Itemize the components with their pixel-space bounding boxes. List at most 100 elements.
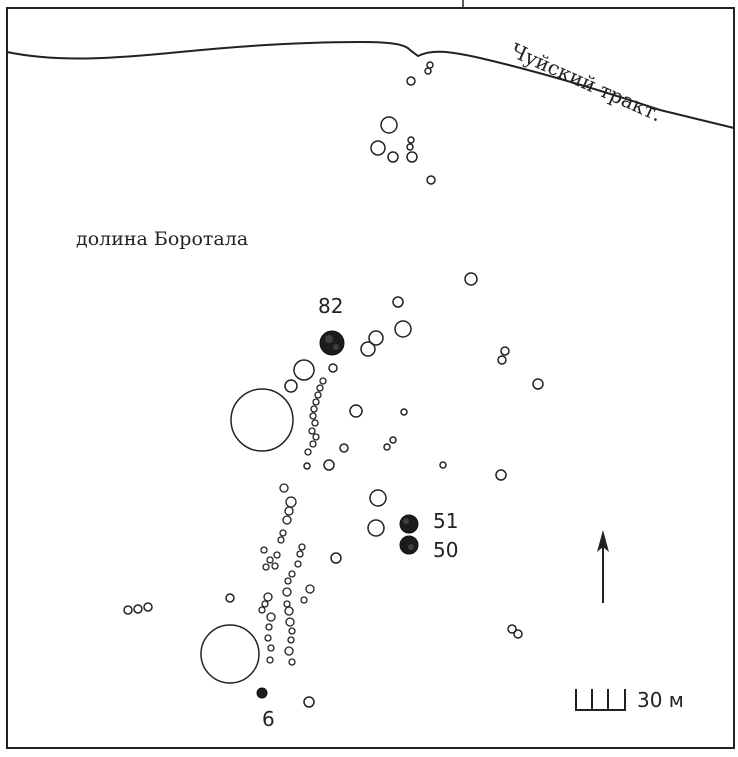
- mound-small: [263, 592, 273, 602]
- mound-open: [368, 330, 384, 346]
- mound-open: [383, 443, 391, 451]
- mound-excavated-82: [319, 330, 345, 356]
- mound-small: [279, 529, 287, 537]
- mound-large: [200, 624, 260, 684]
- mound-open: [392, 296, 404, 308]
- north-arrow-head: [597, 530, 609, 552]
- mound-open: [507, 624, 517, 634]
- mound-small: [294, 560, 302, 568]
- mound-small: [288, 570, 296, 578]
- mound-small: [273, 551, 281, 559]
- mound-small: [285, 617, 295, 627]
- mound-open: [303, 462, 311, 470]
- mound-small: [267, 644, 275, 652]
- mound-open: [339, 443, 349, 453]
- mound-open: [407, 136, 415, 144]
- excavated-mounds: [256, 330, 419, 699]
- mound-open: [406, 143, 414, 151]
- mound-chain-upper: [304, 377, 327, 456]
- mound-small: [282, 515, 292, 525]
- mound-open: [495, 469, 507, 481]
- scale-bar-icon: [575, 689, 626, 711]
- mound-open: [426, 175, 436, 185]
- mound-small: [266, 556, 274, 564]
- mound-small: [288, 627, 296, 635]
- mound-small: [314, 391, 322, 399]
- mound-small: [284, 606, 294, 616]
- mound-small: [287, 636, 295, 644]
- mound-small: [262, 563, 270, 571]
- mound-open: [303, 696, 315, 708]
- mound-open: [360, 341, 376, 357]
- mound-small: [279, 483, 289, 493]
- excavated-texture: [325, 335, 414, 550]
- mound-small: [312, 433, 320, 441]
- mound-open: [500, 346, 510, 356]
- mound-open: [369, 489, 387, 507]
- mound-small: [298, 543, 306, 551]
- mound-number-6: 6: [262, 707, 275, 731]
- mound-open: [367, 519, 385, 537]
- mound-small: [305, 584, 315, 594]
- mound-small: [284, 646, 294, 656]
- mound-open: [293, 359, 315, 381]
- mound-open: [328, 363, 338, 373]
- mound-small: [304, 448, 312, 456]
- mound-open: [349, 404, 363, 418]
- mound-open: [330, 552, 342, 564]
- mound-small: [258, 606, 266, 614]
- mound-open: [394, 320, 412, 338]
- mound-small: [266, 612, 276, 622]
- mound-small: [309, 412, 317, 420]
- mound-open: [439, 461, 447, 469]
- mound-small: [260, 546, 268, 554]
- mound-open: [532, 378, 544, 390]
- mound-small: [277, 536, 285, 544]
- mound-open: [123, 605, 133, 615]
- mound-small: [310, 405, 318, 413]
- mound-small: [308, 427, 316, 435]
- mound-small: [284, 577, 292, 585]
- mound-open: [387, 151, 399, 163]
- mound-open: [406, 151, 418, 163]
- mound-small: [288, 658, 296, 666]
- mound-open: [464, 272, 478, 286]
- mound-small: [319, 377, 327, 385]
- mound-small: [285, 496, 297, 508]
- mound-open: [370, 140, 386, 156]
- texture-spot: [403, 518, 409, 524]
- mound-open: [284, 379, 298, 393]
- mound-open: [426, 61, 434, 69]
- mound-number-51: 51: [433, 509, 459, 533]
- mound-open: [143, 602, 153, 612]
- mound-open: [400, 408, 408, 416]
- mound-open: [424, 67, 432, 75]
- road-line: [6, 40, 735, 129]
- mound-small: [271, 562, 279, 570]
- texture-spot: [333, 344, 339, 350]
- mound-small: [296, 550, 304, 558]
- map-border: [6, 7, 735, 749]
- mound-open: [380, 116, 398, 134]
- open-mounds: [123, 61, 544, 708]
- mound-small: [265, 623, 273, 631]
- mound-small: [300, 596, 308, 604]
- mound-small: [266, 656, 274, 664]
- mound-excavated-6: [256, 687, 268, 699]
- mound-open: [323, 459, 335, 471]
- mound-small: [311, 419, 319, 427]
- mound-open: [406, 76, 416, 86]
- mound-open: [133, 604, 143, 614]
- mound-small: [282, 587, 292, 597]
- mound-open: [389, 436, 397, 444]
- mound-open: [513, 629, 523, 639]
- mound-small: [312, 398, 320, 406]
- texture-spot: [325, 335, 333, 343]
- mound-small: [316, 384, 324, 392]
- mound-open: [497, 355, 507, 365]
- texture-spot: [408, 544, 414, 550]
- mound-chain-lower: [258, 483, 315, 666]
- mound-small: [264, 634, 272, 642]
- valley-label: долина Боротала: [76, 228, 249, 250]
